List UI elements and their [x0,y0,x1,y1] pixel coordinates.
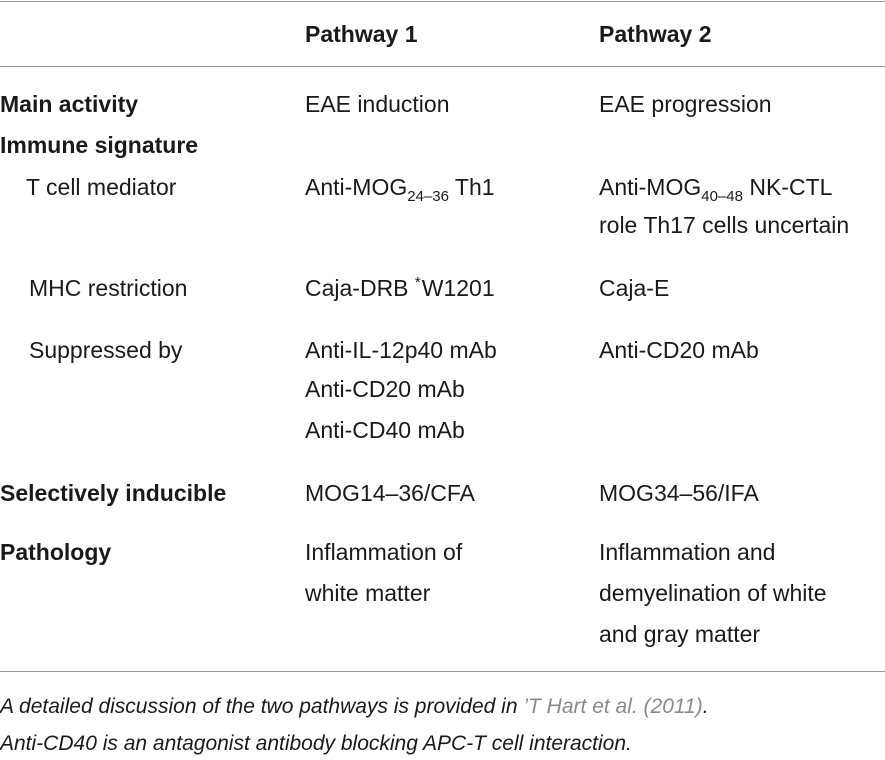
cell-mhc-p1-text: Caja-DRB [305,275,415,301]
cell-suppressed-p1-line2: Anti-CD20 mAb [305,376,465,402]
row-label-t-cell-mediator: T cell mediator [26,174,177,200]
cell-t-cell-p2-text: Anti-MOG [599,174,702,200]
footnote-text: A detailed discussion of the two pathway… [0,695,524,718]
header-pathway-1: Pathway 1 [305,21,418,47]
row-label-mhc-restriction: MHC restriction [29,275,188,301]
cell-t-cell-p1-suffix: Th1 [448,174,495,200]
cell-pathology-p1-line1: Inflammation of [305,539,463,565]
row-label-main-activity: Main activity [0,91,139,117]
cell-t-cell-p1: Anti-MOG24–36 Th1 [305,174,495,205]
cell-mhc-p1-suffix: W1201 [421,275,495,301]
cell-t-cell-p2-suffix: NK-CTL [742,174,833,200]
cell-suppressed-p1-line3: Anti-CD40 mAb [305,417,465,443]
cell-pathology-p2-line2: demyelination of white [599,580,827,606]
footnote-citation-link[interactable]: ’T Hart et al. (2011) [523,695,703,718]
cell-main-activity-p1: EAE induction [305,91,450,117]
footnote-period: . [702,695,709,718]
cell-mhc-p1-superscript: * [414,274,421,291]
cell-mhc-p2: Caja-E [599,275,670,301]
header-pathway-2: Pathway 2 [599,21,712,47]
footnote-line-1: A detailed discussion of the two pathway… [0,695,709,719]
cell-t-cell-p1-subscript: 24–36 [407,188,449,205]
cell-pathology-p2-line3: and gray matter [599,621,761,647]
cell-inducible-p1: MOG14–36/CFA [305,480,476,506]
top-rule [0,1,885,2]
cell-mhc-p1: Caja-DRB *W1201 [305,274,495,304]
row-label-suppressed-by: Suppressed by [29,337,183,363]
cell-t-cell-p2: Anti-MOG40–48 NK-CTL [599,174,833,205]
cell-pathology-p2-line1: Inflammation and [599,539,776,565]
cell-pathology-p1-line2: white matter [305,580,431,606]
cell-main-activity-p2: EAE progression [599,91,772,117]
cell-inducible-p2: MOG34–56/IFA [599,480,759,506]
bottom-rule [0,671,885,672]
cell-t-cell-p2-subscript: 40–48 [701,188,743,205]
header-rule [0,66,885,67]
row-label-selectively-inducible: Selectively inducible [0,480,227,506]
row-label-immune-signature: Immune signature [0,132,199,158]
cell-t-cell-p2-line2: role Th17 cells uncertain [599,212,850,238]
cell-suppressed-p2: Anti-CD20 mAb [599,337,759,363]
cell-t-cell-p1-text: Anti-MOG [305,174,408,200]
row-label-pathology: Pathology [0,539,112,565]
cell-suppressed-p1-line1: Anti-IL-12p40 mAb [305,337,497,363]
footnote-line-2: Anti-CD40 is an antagonist antibody bloc… [0,732,632,755]
